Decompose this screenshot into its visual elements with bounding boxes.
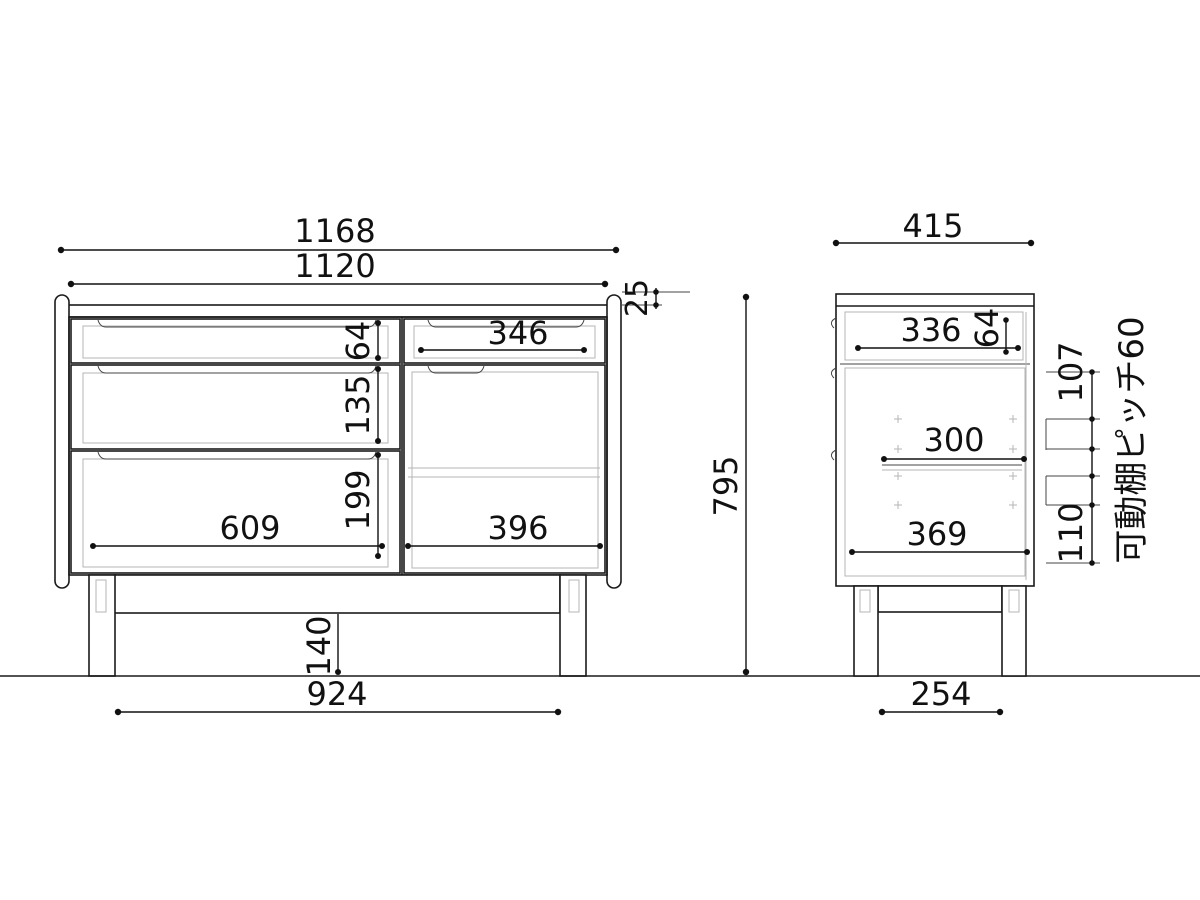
- right-drawer: [403, 318, 606, 364]
- dim-pitch-bottom: 110: [1052, 502, 1090, 563]
- side-base-rail: [877, 585, 1003, 613]
- dim-overall-width: 1168: [294, 212, 375, 250]
- left-drawer-3: [70, 450, 401, 574]
- dim-left-interior-width: 609: [219, 509, 280, 547]
- shelf-pitch-note: 可動棚ピッチ60: [1112, 316, 1152, 563]
- dim-drawer-depth: 336: [900, 311, 961, 349]
- dim-right-interior-width: 396: [487, 509, 548, 547]
- dim-interior-depth: 369: [906, 515, 967, 553]
- front-dimensions: 1168 1120 25 64 135 199 346 609 396: [57, 212, 750, 716]
- left-drawer-2: [70, 364, 401, 450]
- dim-side-drawer-height: 64: [968, 308, 1006, 349]
- side-view: [830, 293, 1035, 677]
- dim-leg-span: 924: [306, 675, 367, 713]
- dim-top-thickness: 25: [620, 279, 655, 317]
- side-front-leg: [853, 585, 879, 677]
- dim-drawer2-height: 135: [339, 374, 377, 435]
- left-post: [54, 294, 70, 589]
- dim-right-drawer-width: 346: [487, 314, 548, 352]
- right-door: [403, 364, 606, 574]
- dim-side-leg-span: 254: [910, 675, 971, 713]
- front-view: [54, 294, 622, 677]
- side-dimensions: 415 336 64 300 369 254: [832, 207, 1152, 716]
- dim-drawer3-height: 199: [339, 469, 377, 530]
- right-post: [606, 294, 622, 589]
- dim-body-width: 1120: [294, 247, 375, 285]
- dim-leg-height: 140: [300, 615, 338, 676]
- left-leg: [88, 574, 116, 677]
- shelf-holes: [894, 415, 1017, 509]
- pitch-dimensions: 107 110 可動棚ピッチ60: [1045, 316, 1152, 566]
- right-leg: [559, 574, 587, 677]
- dim-pitch-top: 107: [1052, 341, 1090, 402]
- dim-depth: 415: [902, 207, 963, 245]
- dim-drawer1-height: 64: [339, 321, 377, 362]
- side-back-leg: [1001, 585, 1027, 677]
- dim-shelf-depth: 300: [923, 421, 984, 459]
- dim-total-height: 795: [707, 455, 745, 516]
- left-drawer-1: [70, 318, 401, 364]
- base-rail: [113, 574, 561, 614]
